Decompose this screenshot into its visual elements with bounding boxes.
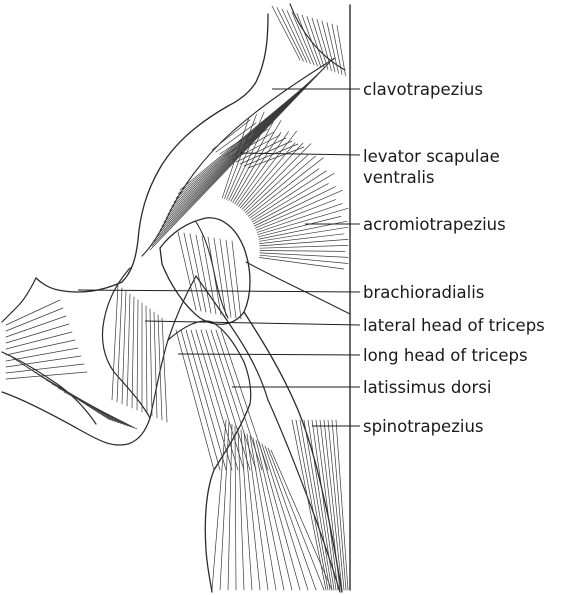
label-latissimus-dorsi: latissimus dorsi	[363, 378, 491, 397]
label-long-head-of-triceps: long head of triceps	[363, 346, 528, 365]
leader-long-triceps	[178, 354, 360, 355]
label-lateral-head-of-triceps: lateral head of triceps	[363, 316, 545, 335]
label-levator-scapulae-line1: levator scapulae	[363, 147, 500, 166]
label-clavotrapezius: clavotrapezius	[363, 80, 483, 99]
label-levator-scapulae-line2: ventralis	[363, 168, 435, 187]
labels: clavotrapezius levator scapulae ventrali…	[363, 80, 545, 436]
label-acromiotrapezius: acromiotrapezius	[363, 215, 506, 234]
leader-lines	[78, 89, 360, 426]
label-brachioradialis: brachioradialis	[363, 283, 484, 302]
muscle-fibers	[6, 6, 348, 590]
label-spinotrapezius: spinotrapezius	[363, 417, 484, 436]
